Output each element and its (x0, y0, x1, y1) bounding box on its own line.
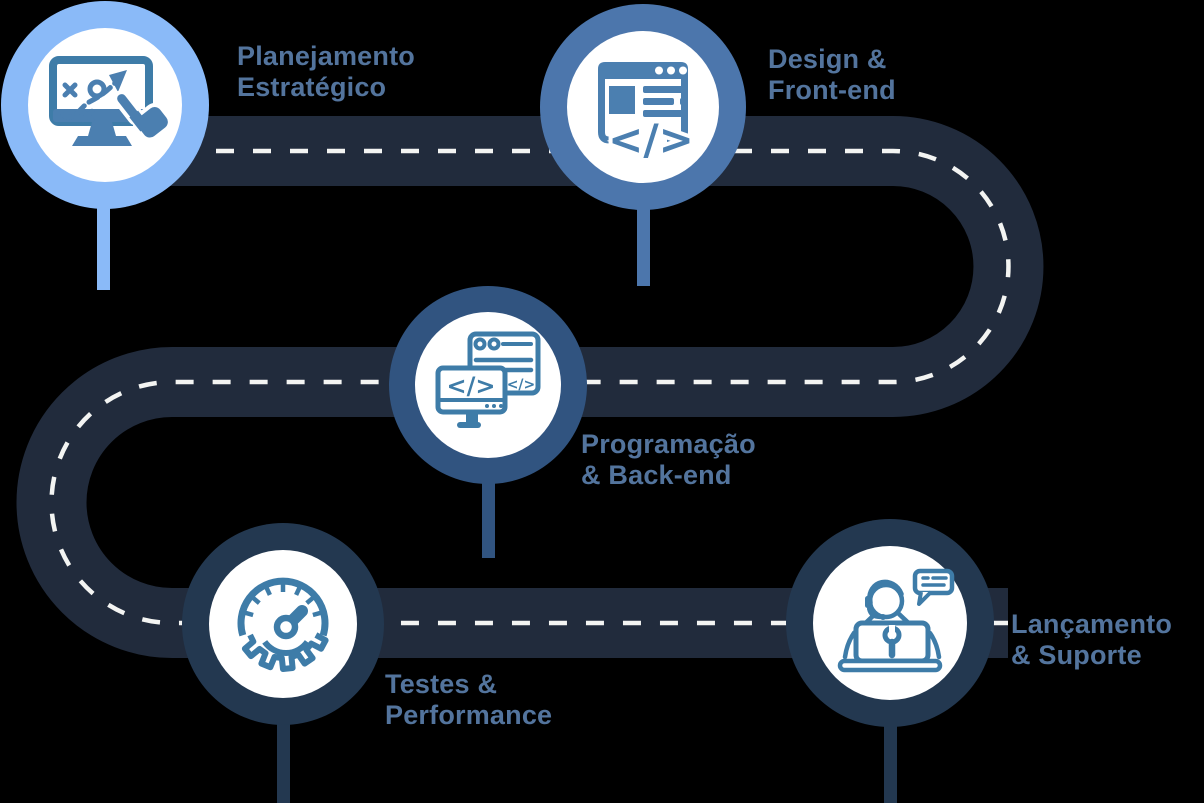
milestone-1-marker (1, 1, 209, 209)
road-center-dashes (49, 148, 1011, 626)
strategy-screen-icon (49, 56, 172, 146)
milestone-5-marker (786, 519, 994, 727)
support-agent-icon (837, 568, 955, 673)
milestone-5-label: Lançamento & Suporte (1011, 609, 1172, 671)
milestone-4-label-line1: Testes & (385, 669, 498, 699)
milestone-3-label-line2: & Back-end (581, 460, 732, 490)
milestone-1-label-line1: Planejamento (237, 41, 415, 71)
milestone-1-label-line2: Estratégico (237, 72, 387, 102)
milestone-2-label: Design & Front-end (768, 44, 896, 106)
code-glyph-front: </> (447, 372, 496, 400)
milestone-4-label-line2: Performance (385, 700, 553, 730)
code-glyph: </> (608, 115, 694, 164)
code-glyph-small: </> (507, 377, 536, 393)
milestone-3-label-line1: Programação (581, 429, 756, 459)
milestone-4-label: Testes & Performance (385, 669, 552, 731)
milestone-5-label-line2: & Suporte (1011, 640, 1142, 670)
milestone-2-label-line1: Design & (768, 44, 887, 74)
milestone-3-label: Programação & Back-end (581, 429, 756, 491)
milestone-5-label-line1: Lançamento (1011, 609, 1173, 639)
milestone-2-label-line2: Front-end (768, 75, 896, 105)
browser-code-icon: </> (598, 62, 698, 168)
gauge-gear-icon (237, 577, 329, 672)
milestone-2-marker: </> (540, 4, 746, 210)
dual-screen-code-icon: </> </> (435, 331, 541, 428)
milestone-4-marker (182, 523, 384, 725)
milestone-3-marker: </> </> (389, 286, 587, 484)
milestone-1-label: Planejamento Estratégico (237, 41, 415, 103)
